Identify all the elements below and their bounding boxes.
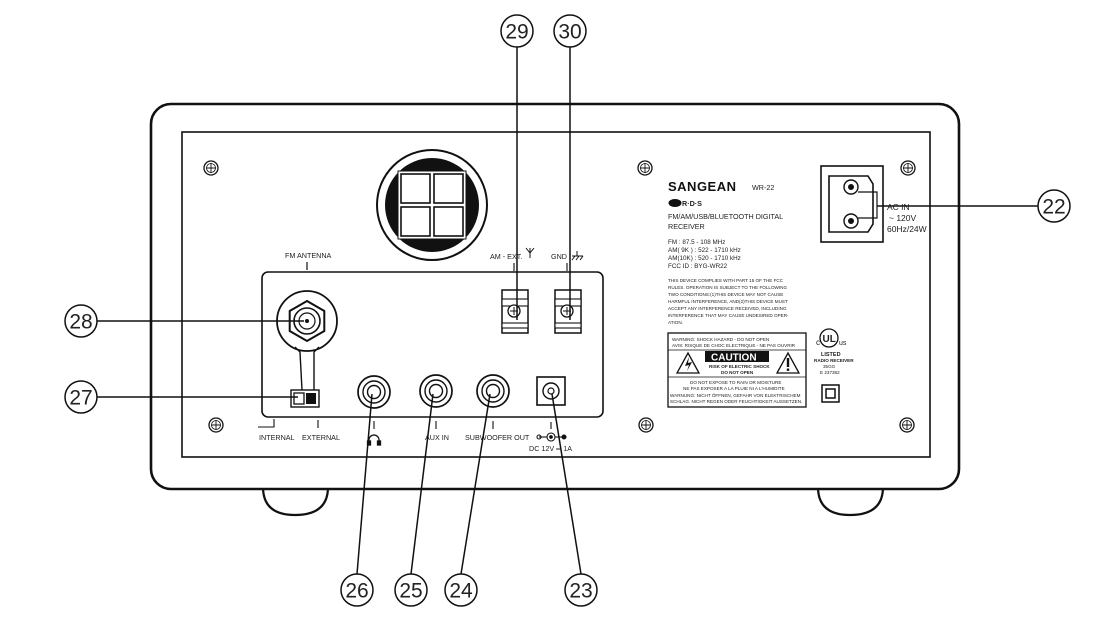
warning-line-2: AVIS: RISQUE DE CHOC ELECTRIQUE - NE PAS… [672, 343, 796, 348]
screw-icon [638, 417, 654, 433]
fcc-text-7: ATION. [668, 320, 683, 325]
fcc-text-2: RULES. OPERATION IS SUBJECT TO THE FOLLO… [668, 285, 787, 290]
fcc-text-4: HARMFUL INTERFERENCE, AND(2)THIS DEVICE … [668, 299, 788, 304]
fcc-text-6: INTERFERENCE THAT MAY CAUSE UNDESIRED OP… [668, 313, 789, 318]
svg-text:R·D·S: R·D·S [682, 199, 702, 208]
svg-text:26: 26 [345, 580, 368, 603]
ac-power-label: 60Hz/24W [887, 224, 927, 234]
gnd-label: GND [551, 252, 567, 261]
exclamation-warning-icon [775, 351, 801, 374]
aux-in-jack[interactable] [419, 374, 453, 408]
caution-banner: CAUTION [711, 353, 757, 364]
screw-icon [203, 160, 219, 176]
fm-antenna-connector[interactable] [276, 290, 338, 352]
svg-text:LISTED: LISTED [821, 352, 841, 358]
brand-logo: SANGEAN [668, 179, 737, 194]
headphone-icon [366, 434, 382, 446]
screw-icon [899, 417, 915, 433]
screw-icon [208, 417, 224, 433]
aux-in-label: AUX IN [425, 433, 449, 442]
svg-text:RADIO RECEIVER: RADIO RECEIVER [814, 358, 854, 363]
callout-25: 25 [394, 573, 428, 607]
ac-in-label: AC IN [887, 202, 910, 212]
ac-power-inlet[interactable] [820, 165, 884, 243]
svg-text:22: 22 [1042, 196, 1065, 219]
callout-28: 28 [64, 304, 98, 338]
svg-text:25: 25 [399, 580, 422, 603]
svg-text:UL: UL [823, 334, 836, 345]
rain-line-1: DO NOT EXPOSE TO RAIN OR MOISTURE [690, 380, 781, 385]
callout-24: 24 [444, 573, 478, 607]
lightning-warning-icon [675, 351, 701, 374]
svg-text:27: 27 [69, 387, 92, 410]
svg-text:c: c [816, 338, 820, 347]
spec-fcc-id: FCC ID : BYG-WR22 [668, 263, 728, 270]
headphone-jack[interactable] [357, 375, 391, 409]
ul-listed-mark: c UL us LISTED RADIO RECEIVER 35GG E 237… [814, 328, 854, 375]
left-foot [261, 486, 330, 517]
callout-26: 26 [340, 573, 374, 607]
am-ext-terminal[interactable] [501, 289, 529, 334]
am-ext-label: AM - EXT. [490, 252, 522, 261]
svg-text:E 237382: E 237382 [820, 370, 840, 375]
callout-27: 27 [64, 380, 98, 414]
model-number: WR-22 [752, 183, 774, 192]
fcc-text-1: THIS DEVICE COMPLIES WITH PART 15 OF THE… [668, 278, 784, 283]
german-line-2: SCHLAG. NICHT REGEN ODER FEUCHTIGKEIT AU… [670, 399, 802, 404]
connector-panel [261, 271, 604, 418]
spec-fm: FM : 87.5 - 108 MHz [668, 239, 725, 246]
dc-polarity-icon [536, 432, 567, 442]
german-line-1: WARNUNG: NICHT ÖFFNEN, GEFAHR VON ELEKTR… [670, 392, 801, 398]
callout-29: 29 [500, 14, 534, 48]
fcc-text-5: ACCEPT ANY INTERFERENCE RECEIVED, INCLUD… [668, 306, 787, 311]
dc-power-jack[interactable] [536, 376, 566, 406]
rain-line-2: NE PAS EXPOSER A LA PLUIE NI A L'HUMIDIT… [683, 386, 785, 391]
warning-line-1: WARNING: SHOCK HAZARD - DO NOT OPEN [672, 337, 769, 342]
fm-antenna-label: FM ANTENNA [285, 251, 332, 260]
callout-23: 23 [564, 573, 598, 607]
external-label: EXTERNAL [302, 433, 340, 442]
dc-rating-label: DC 12V ═ 1A [529, 444, 572, 453]
leader-lines [97, 47, 1038, 575]
svg-text:23: 23 [569, 580, 592, 603]
rds-logo: R·D·S [668, 199, 702, 208]
callout-30: 30 [553, 14, 587, 48]
svg-text:29: 29 [505, 21, 528, 44]
ac-voltage-label: ~ 120V [889, 213, 917, 223]
rear-panel [181, 131, 931, 458]
right-foot [816, 486, 885, 517]
screw-icon [637, 160, 653, 176]
svg-text:us: us [839, 340, 847, 347]
fcc-text-3: TWO CONDITIONS:(1)THIS DEVICE MAY NOT CA… [668, 292, 783, 297]
subwoofer-out-label: SUBWOOFER OUT [465, 433, 530, 442]
subwoofer-out-jack[interactable] [476, 374, 510, 408]
warning-label: WARNING: SHOCK HAZARD - DO NOT OPEN AVIS… [667, 332, 807, 408]
svg-text:28: 28 [69, 311, 92, 334]
risk-line-1: RISK OF ELECTRIC SHOCK [709, 364, 770, 369]
risk-line-2: DO NOT OPEN [721, 370, 754, 375]
spec-am-9k: AM( 9K ) : 522 - 1710 kHz [668, 247, 741, 254]
svg-text:30: 30 [558, 21, 581, 44]
screw-icon [900, 160, 916, 176]
gnd-terminal[interactable] [554, 289, 582, 334]
bass-reflex-port [376, 149, 488, 261]
antenna-icon [525, 247, 535, 258]
callout-22: 22 [1037, 189, 1071, 223]
antenna-selector-switch[interactable] [290, 389, 320, 408]
double-insulation-icon [821, 384, 840, 403]
spec-am-10k: AM(10K) : 520 - 1710 kHz [668, 255, 741, 262]
product-description-line-1: FM/AM/USB/BLUETOOTH DIGITAL [668, 212, 783, 221]
svg-text:35GG: 35GG [823, 364, 836, 369]
ground-icon [571, 251, 584, 261]
svg-text:24: 24 [449, 580, 473, 603]
product-description-line-2: RECEIVER [668, 222, 705, 231]
internal-label: INTERNAL [259, 433, 295, 442]
